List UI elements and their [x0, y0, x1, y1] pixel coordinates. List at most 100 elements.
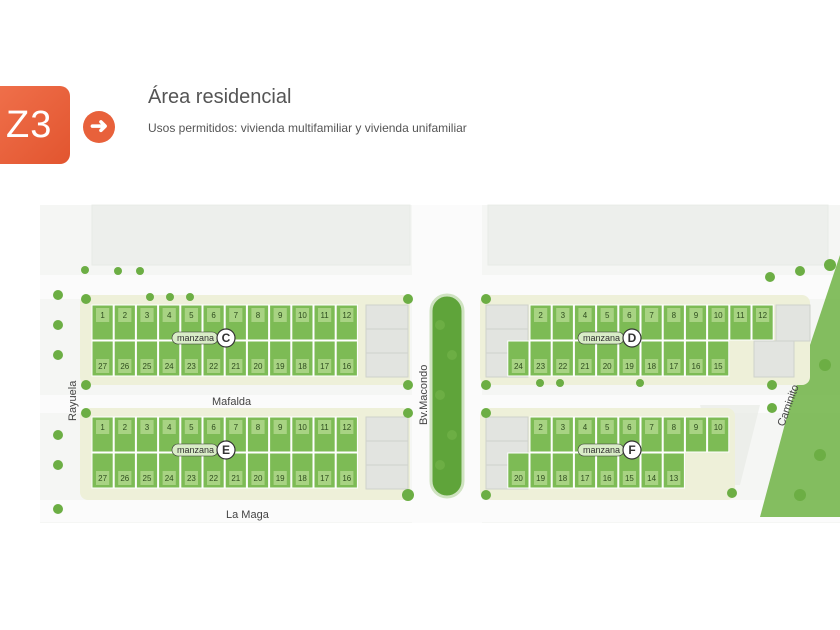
lot-number: 8 — [672, 423, 677, 432]
lot-number: 13 — [669, 474, 678, 483]
lot-building — [340, 308, 354, 322]
street-rayuela: Rayuela — [67, 380, 79, 421]
lot-number: 9 — [694, 311, 699, 320]
lot-number: 15 — [714, 362, 723, 371]
lot-number: 12 — [758, 311, 767, 320]
lot-number: 23 — [536, 362, 545, 371]
lot-number: 19 — [625, 362, 634, 371]
lot-building — [534, 420, 548, 434]
lot-building — [207, 359, 221, 373]
lot-building — [689, 420, 703, 434]
lot-number: 24 — [165, 362, 174, 371]
lot-building — [295, 359, 309, 373]
lot-building — [667, 359, 681, 373]
lot-number: 10 — [298, 311, 307, 320]
lot-number: 7 — [234, 311, 239, 320]
manzana-letter-badge — [622, 440, 642, 460]
lot-number: 3 — [145, 423, 150, 432]
arrow-right-icon[interactable]: ➜ — [83, 111, 115, 143]
lot-number: 3 — [561, 311, 566, 320]
lot-building — [600, 359, 614, 373]
lot-building — [622, 420, 636, 434]
lot-building — [118, 308, 132, 322]
lot-number: 14 — [647, 474, 656, 483]
lot-building — [711, 308, 725, 322]
lot-building — [600, 471, 614, 485]
lot-building — [578, 359, 592, 373]
lot-number: 18 — [298, 362, 307, 371]
manzana-label: manzana — [177, 445, 214, 455]
lot-number: 20 — [514, 474, 523, 483]
lot-number: 9 — [694, 423, 699, 432]
lot-building — [733, 308, 747, 322]
lot-building — [511, 359, 525, 373]
lot-building — [251, 359, 265, 373]
lot-number: 25 — [143, 474, 152, 483]
manzana-letter: F — [628, 443, 635, 457]
lot-building — [251, 420, 265, 434]
lot-number: 5 — [605, 423, 610, 432]
lot-building — [140, 359, 154, 373]
lot-building — [273, 420, 287, 434]
lot-number: 8 — [672, 311, 677, 320]
lot-number: 3 — [145, 311, 150, 320]
manzana-label: manzana — [583, 445, 620, 455]
lot-number: 19 — [276, 474, 285, 483]
lot-number: 9 — [278, 423, 283, 432]
lot-number: 18 — [647, 362, 656, 371]
manzana-letter: C — [222, 331, 231, 345]
manzana-label: manzana — [583, 333, 620, 343]
lot-number: 11 — [320, 423, 329, 432]
lot-building — [756, 308, 770, 322]
lot-number: 7 — [649, 311, 654, 320]
lot-building — [534, 471, 548, 485]
lot-number: 19 — [536, 474, 545, 483]
street-bv-macondo: Bv.Macondo — [418, 365, 430, 425]
lot-building — [667, 471, 681, 485]
page-subtitle: Usos permitidos: vivienda multifamiliar … — [148, 121, 467, 135]
lot-building — [140, 308, 154, 322]
lot-building — [118, 471, 132, 485]
lot-building — [578, 471, 592, 485]
lot-number: 16 — [603, 474, 612, 483]
lot-building — [622, 359, 636, 373]
lot-number: 2 — [123, 311, 128, 320]
lot-number: 25 — [143, 362, 152, 371]
lot-number: 4 — [583, 423, 588, 432]
lot-building — [207, 308, 221, 322]
lot-number: 16 — [342, 474, 351, 483]
lot-building — [556, 308, 570, 322]
lot-building — [251, 471, 265, 485]
lot-building — [645, 471, 659, 485]
lot-number: 20 — [254, 474, 263, 483]
lot-building — [162, 359, 176, 373]
lot-number: 11 — [736, 311, 745, 320]
lot-number: 23 — [187, 362, 196, 371]
lot-number: 5 — [189, 311, 194, 320]
lot-number: 21 — [231, 362, 240, 371]
lot-building — [318, 359, 332, 373]
lot-number: 7 — [649, 423, 654, 432]
manzana-letter: D — [628, 331, 637, 345]
lot-building — [318, 308, 332, 322]
lot-building — [600, 420, 614, 434]
lot-number: 21 — [231, 474, 240, 483]
lot-building — [96, 420, 110, 434]
manzana-letter-badge — [216, 440, 236, 460]
lot-number: 24 — [165, 474, 174, 483]
lot-building — [556, 471, 570, 485]
lot-number: 9 — [278, 311, 283, 320]
lot-number: 18 — [298, 474, 307, 483]
lot-building — [251, 308, 265, 322]
lot-number: 2 — [538, 423, 543, 432]
lot-building — [622, 471, 636, 485]
lot-number: 20 — [603, 362, 612, 371]
lot-building — [229, 359, 243, 373]
lot-number: 10 — [714, 423, 723, 432]
trees — [53, 259, 836, 514]
lot-number: 11 — [320, 311, 329, 320]
lot-building — [118, 359, 132, 373]
lot-building — [318, 420, 332, 434]
lot-building — [162, 471, 176, 485]
lot-building — [689, 359, 703, 373]
